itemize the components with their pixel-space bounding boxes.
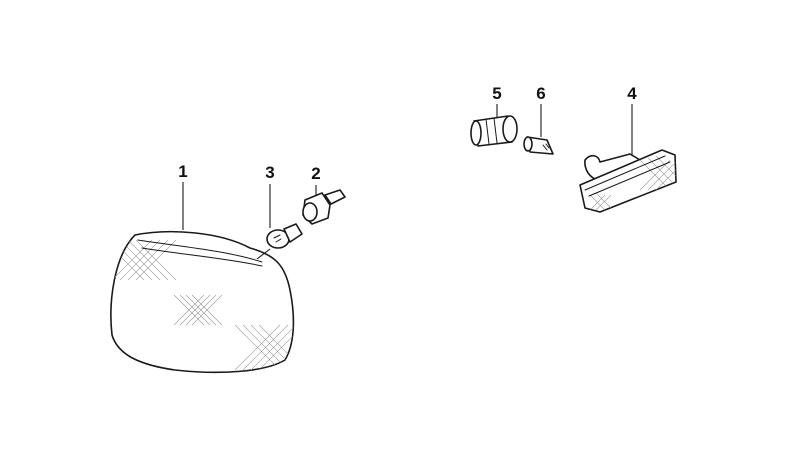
part-6-wedge-bulb [523,136,554,155]
callout-4: 4 [627,84,637,103]
callout-1: 1 [178,162,188,181]
part-5-socket [470,115,518,147]
callout-5: 5 [492,84,502,103]
callout-3: 3 [265,163,275,182]
part-2-socket [302,189,346,225]
part-4-side-marker [579,149,677,213]
callout-2: 2 [311,164,321,183]
part-1-lens-housing [110,230,295,374]
leader-lines [182,104,633,230]
part-3-bulb [256,223,303,260]
callout-6: 6 [536,84,546,103]
